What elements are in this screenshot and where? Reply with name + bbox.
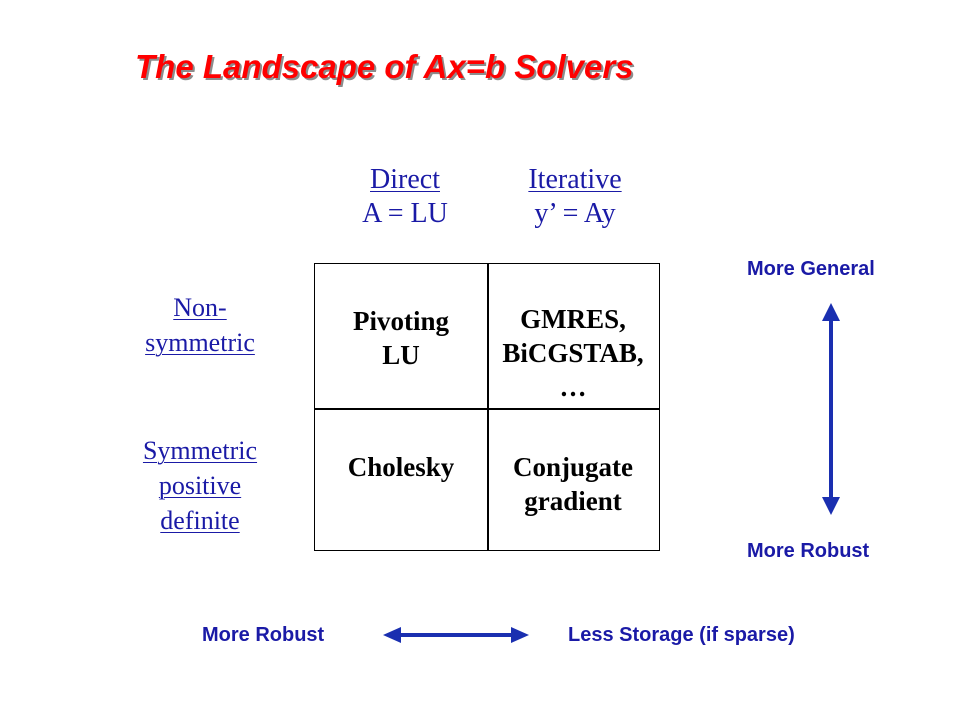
column-heading-formula: A = LU [362,198,448,229]
grid-divider-horizontal [315,408,659,410]
column-heading-direct: Direct A = LU [330,163,480,231]
column-heading-label: Direct [370,164,440,195]
label-less-storage: Less Storage (if sparse) [568,624,795,646]
cell-line: Pivoting [352,306,449,336]
cell-line: LU [382,340,420,370]
column-heading-label: Iterative [528,164,622,195]
cell-iterative-nonsymmetric: GMRES, BiCGSTAB, … [487,302,659,404]
row-heading-nonsymmetric: Non- symmetric [118,290,282,360]
row-heading-line: definite [160,506,240,535]
grid-divider-vertical [487,264,489,550]
cell-direct-spd: Cholesky [315,450,487,484]
row-heading-line: symmetric [145,328,255,357]
row-heading-line: Symmetric [142,436,258,465]
column-heading-iterative: Iterative y’ = Ay [495,163,655,231]
cell-line: … [559,372,587,402]
cell-line: gradient [524,486,622,516]
double-arrow-horizontal-icon [383,627,529,643]
label-more-robust-horizontal: More Robust [202,624,325,646]
solver-grid: Pivoting LU GMRES, BiCGSTAB, … Cholesky … [314,263,660,551]
label-more-general: More General [747,258,875,280]
cell-line: Conjugate [513,452,633,482]
row-heading-spd: Symmetric positive definite [118,433,282,538]
double-arrow-vertical-icon [822,303,840,515]
cell-line: GMRES, [520,304,626,334]
cell-line: BiCGSTAB, [502,338,644,368]
row-heading-line: positive [158,471,242,500]
cell-iterative-spd: Conjugate gradient [487,450,659,518]
label-more-robust-vertical: More Robust [747,540,870,562]
slide-title: The Landscape of Ax=b Solvers [135,48,634,85]
cell-line: Cholesky [347,452,455,482]
cell-direct-nonsymmetric: Pivoting LU [315,304,487,372]
row-heading-line: Non- [173,293,227,322]
column-heading-formula: y’ = Ay [534,198,616,229]
